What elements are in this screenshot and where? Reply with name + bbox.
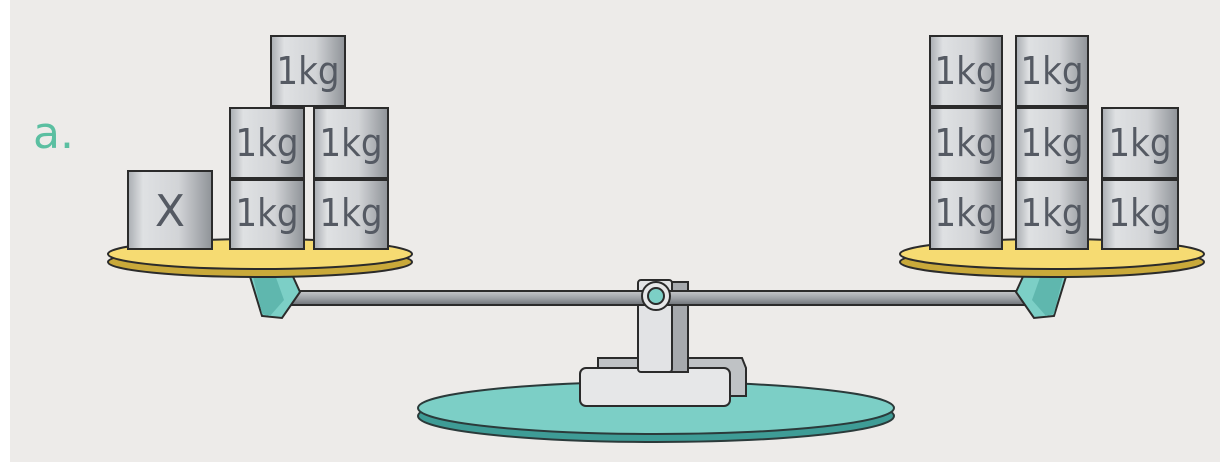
- weight-label: 1kg: [934, 49, 997, 93]
- weight-1kg: 1kg: [314, 180, 388, 249]
- weight-label: 1kg: [1020, 191, 1083, 235]
- weight-label: 1kg: [1020, 121, 1083, 165]
- weight-1kg: 1kg: [1102, 108, 1178, 178]
- weight-label: 1kg: [235, 191, 298, 235]
- weight-label: 1kg: [1108, 191, 1171, 235]
- weight-1kg: 1kg: [1016, 36, 1088, 106]
- weight-label: 1kg: [319, 121, 382, 165]
- weight-1kg: 1kg: [271, 36, 345, 106]
- weight-1kg: 1kg: [930, 108, 1002, 178]
- problem-label: a.: [33, 108, 74, 159]
- weight-1kg: 1kg: [1016, 180, 1088, 249]
- weight-label: 1kg: [1108, 121, 1171, 165]
- unknown-weight-x: X: [128, 171, 212, 249]
- weight-1kg: 1kg: [930, 36, 1002, 106]
- weight-1kg: 1kg: [230, 108, 304, 178]
- weight-label: 1kg: [934, 191, 997, 235]
- weight-1kg: 1kg: [230, 180, 304, 249]
- weight-1kg: 1kg: [1102, 180, 1178, 249]
- weight-1kg: 1kg: [930, 180, 1002, 249]
- weight-label: 1kg: [934, 121, 997, 165]
- weight-label: 1kg: [319, 191, 382, 235]
- weight-label: 1kg: [1020, 49, 1083, 93]
- weight-1kg: 1kg: [1016, 108, 1088, 178]
- weight-label: 1kg: [276, 49, 339, 93]
- weight-label: 1kg: [235, 121, 298, 165]
- weight-1kg: 1kg: [314, 108, 388, 178]
- unknown-weight-label: X: [155, 186, 185, 237]
